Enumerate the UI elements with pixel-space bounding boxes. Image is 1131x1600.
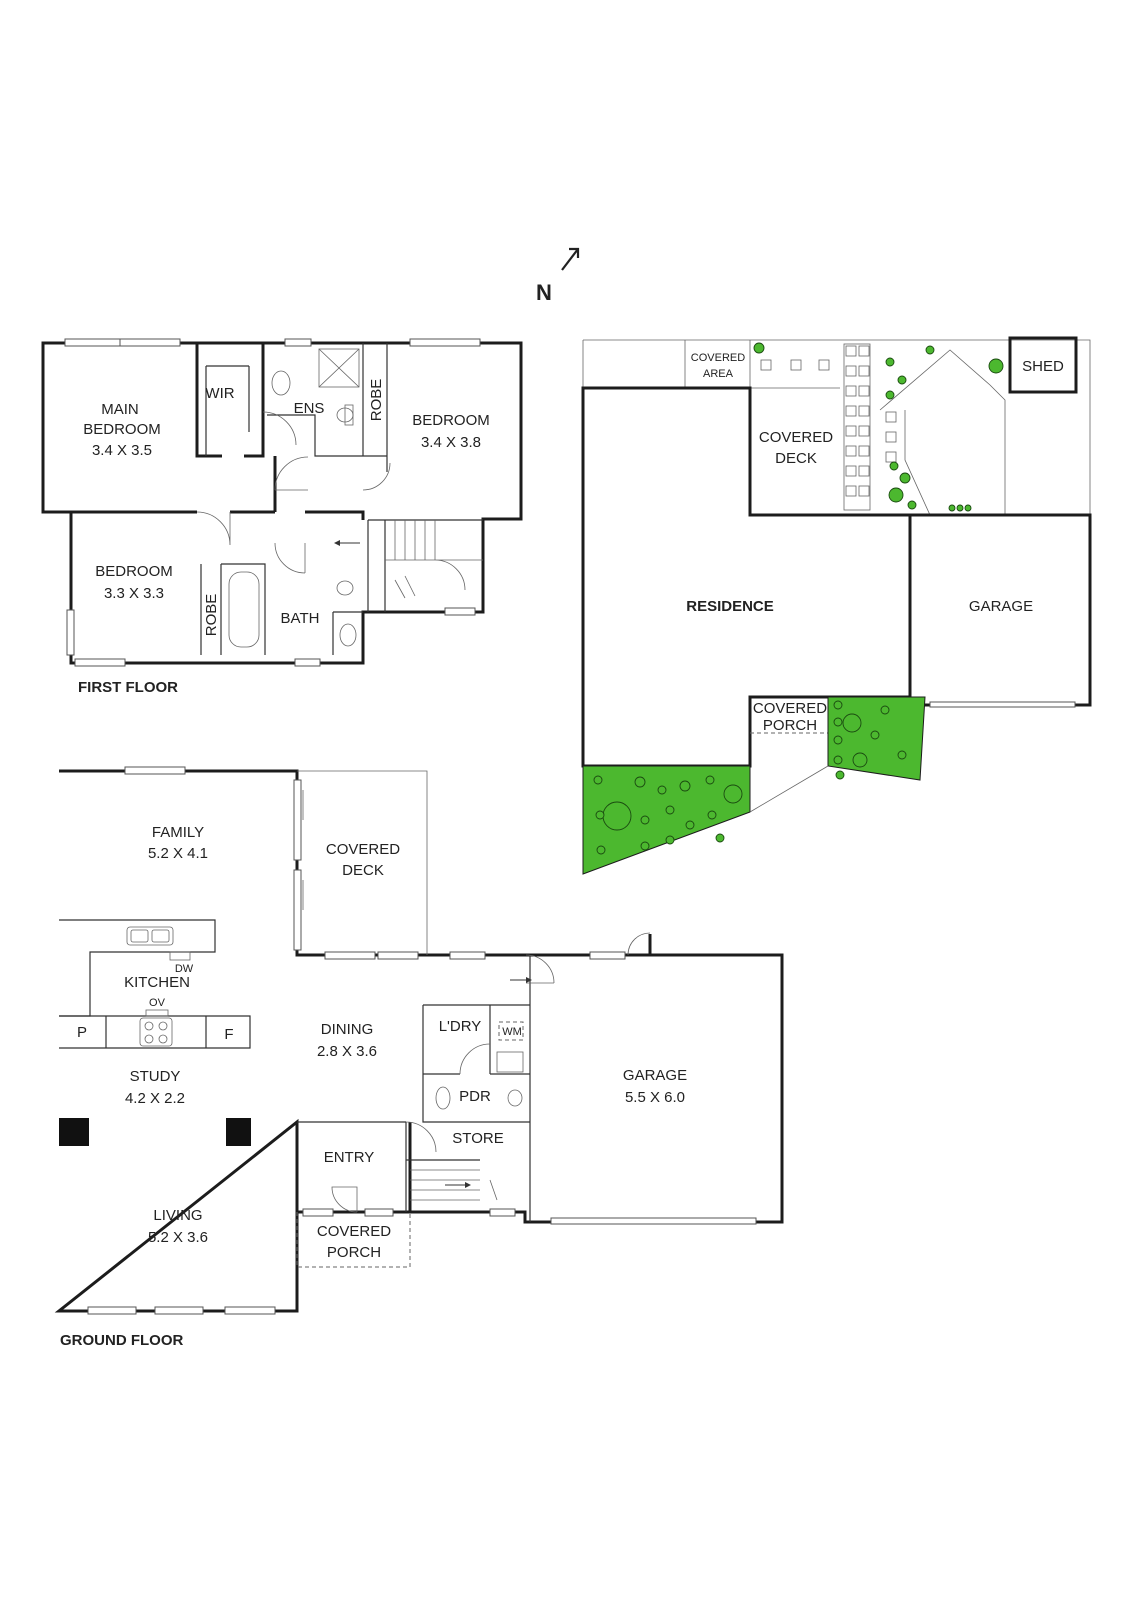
living-size: 5.2 X 3.6 — [148, 1229, 208, 1246]
washing-machine-label: WM — [502, 1026, 522, 1038]
bedroom-3-size: 3.3 X 3.3 — [104, 585, 164, 602]
robe-2-label: ROBE — [203, 594, 220, 637]
ground-floor-plan: FAMILY 5.2 X 4.1 COVERED DECK DW KITCHEN… — [54, 766, 784, 1349]
covered-deck-label-line2: DECK — [342, 862, 384, 879]
store-label: STORE — [452, 1130, 503, 1147]
covered-deck-label-line1: COVERED — [326, 841, 400, 858]
oven-label: OV — [149, 997, 166, 1009]
family-size: 5.2 X 4.1 — [148, 845, 208, 862]
dining-label: DINING — [321, 1021, 374, 1038]
dining-size: 2.8 X 3.6 — [317, 1043, 377, 1060]
main-bedroom-label-line1: MAIN — [101, 401, 139, 418]
north-label: N — [536, 280, 552, 305]
site-covered-deck-label-line2: DECK — [775, 450, 817, 467]
bedroom-3-label: BEDROOM — [95, 563, 173, 580]
study-label: STUDY — [130, 1068, 181, 1085]
garage-size: 5.5 X 6.0 — [625, 1089, 685, 1106]
north-arrow: N — [536, 247, 580, 305]
laundry-label: L'DRY — [439, 1018, 482, 1035]
kitchen-label: KITCHEN — [124, 974, 190, 991]
bedroom-2-label: BEDROOM — [412, 412, 490, 429]
site-covered-deck-label-line1: COVERED — [759, 429, 833, 446]
robe-1-label: ROBE — [368, 379, 385, 422]
study-size: 4.2 X 2.2 — [125, 1090, 185, 1107]
main-bedroom-label-line2: BEDROOM — [83, 421, 161, 438]
family-label: FAMILY — [152, 824, 204, 841]
living-label: LIVING — [153, 1207, 202, 1224]
wir-label: WIR — [205, 385, 234, 402]
bedroom-2-size: 3.4 X 3.8 — [421, 434, 481, 451]
powder-room-label: PDR — [459, 1088, 491, 1105]
covered-area-label-line2: AREA — [703, 368, 734, 380]
site-covered-porch-label-line2: PORCH — [763, 717, 817, 734]
first-floor-title: FIRST FLOOR — [78, 679, 178, 696]
covered-porch-label-line1: COVERED — [317, 1223, 391, 1240]
garage-label: GARAGE — [623, 1067, 687, 1084]
ground-floor-title: GROUND FLOOR — [60, 1332, 183, 1349]
covered-area-label-line1: COVERED — [691, 352, 745, 364]
site-plan: COVERED AREA SHED COVERED DECK RESIDENCE… — [581, 336, 1092, 875]
residence-label: RESIDENCE — [686, 598, 774, 615]
covered-porch-label-line2: PORCH — [327, 1244, 381, 1261]
first-floor-plan: MAIN BEDROOM 3.4 X 3.5 WIR ENS ROBE BEDR… — [41, 338, 523, 696]
site-garage-label: GARAGE — [969, 598, 1033, 615]
entry-label: ENTRY — [324, 1149, 375, 1166]
paving-grid — [845, 345, 897, 497]
fridge-label: F — [224, 1026, 233, 1043]
bath-label: BATH — [281, 610, 320, 627]
shed-label: SHED — [1022, 358, 1064, 375]
ensuite-label: ENS — [294, 400, 325, 417]
main-bedroom-size: 3.4 X 3.5 — [92, 442, 152, 459]
dishwasher-label: DW — [175, 963, 194, 975]
pantry-label: P — [77, 1024, 87, 1041]
garden-trees — [593, 342, 1004, 855]
site-covered-porch-label-line1: COVERED — [753, 700, 827, 717]
